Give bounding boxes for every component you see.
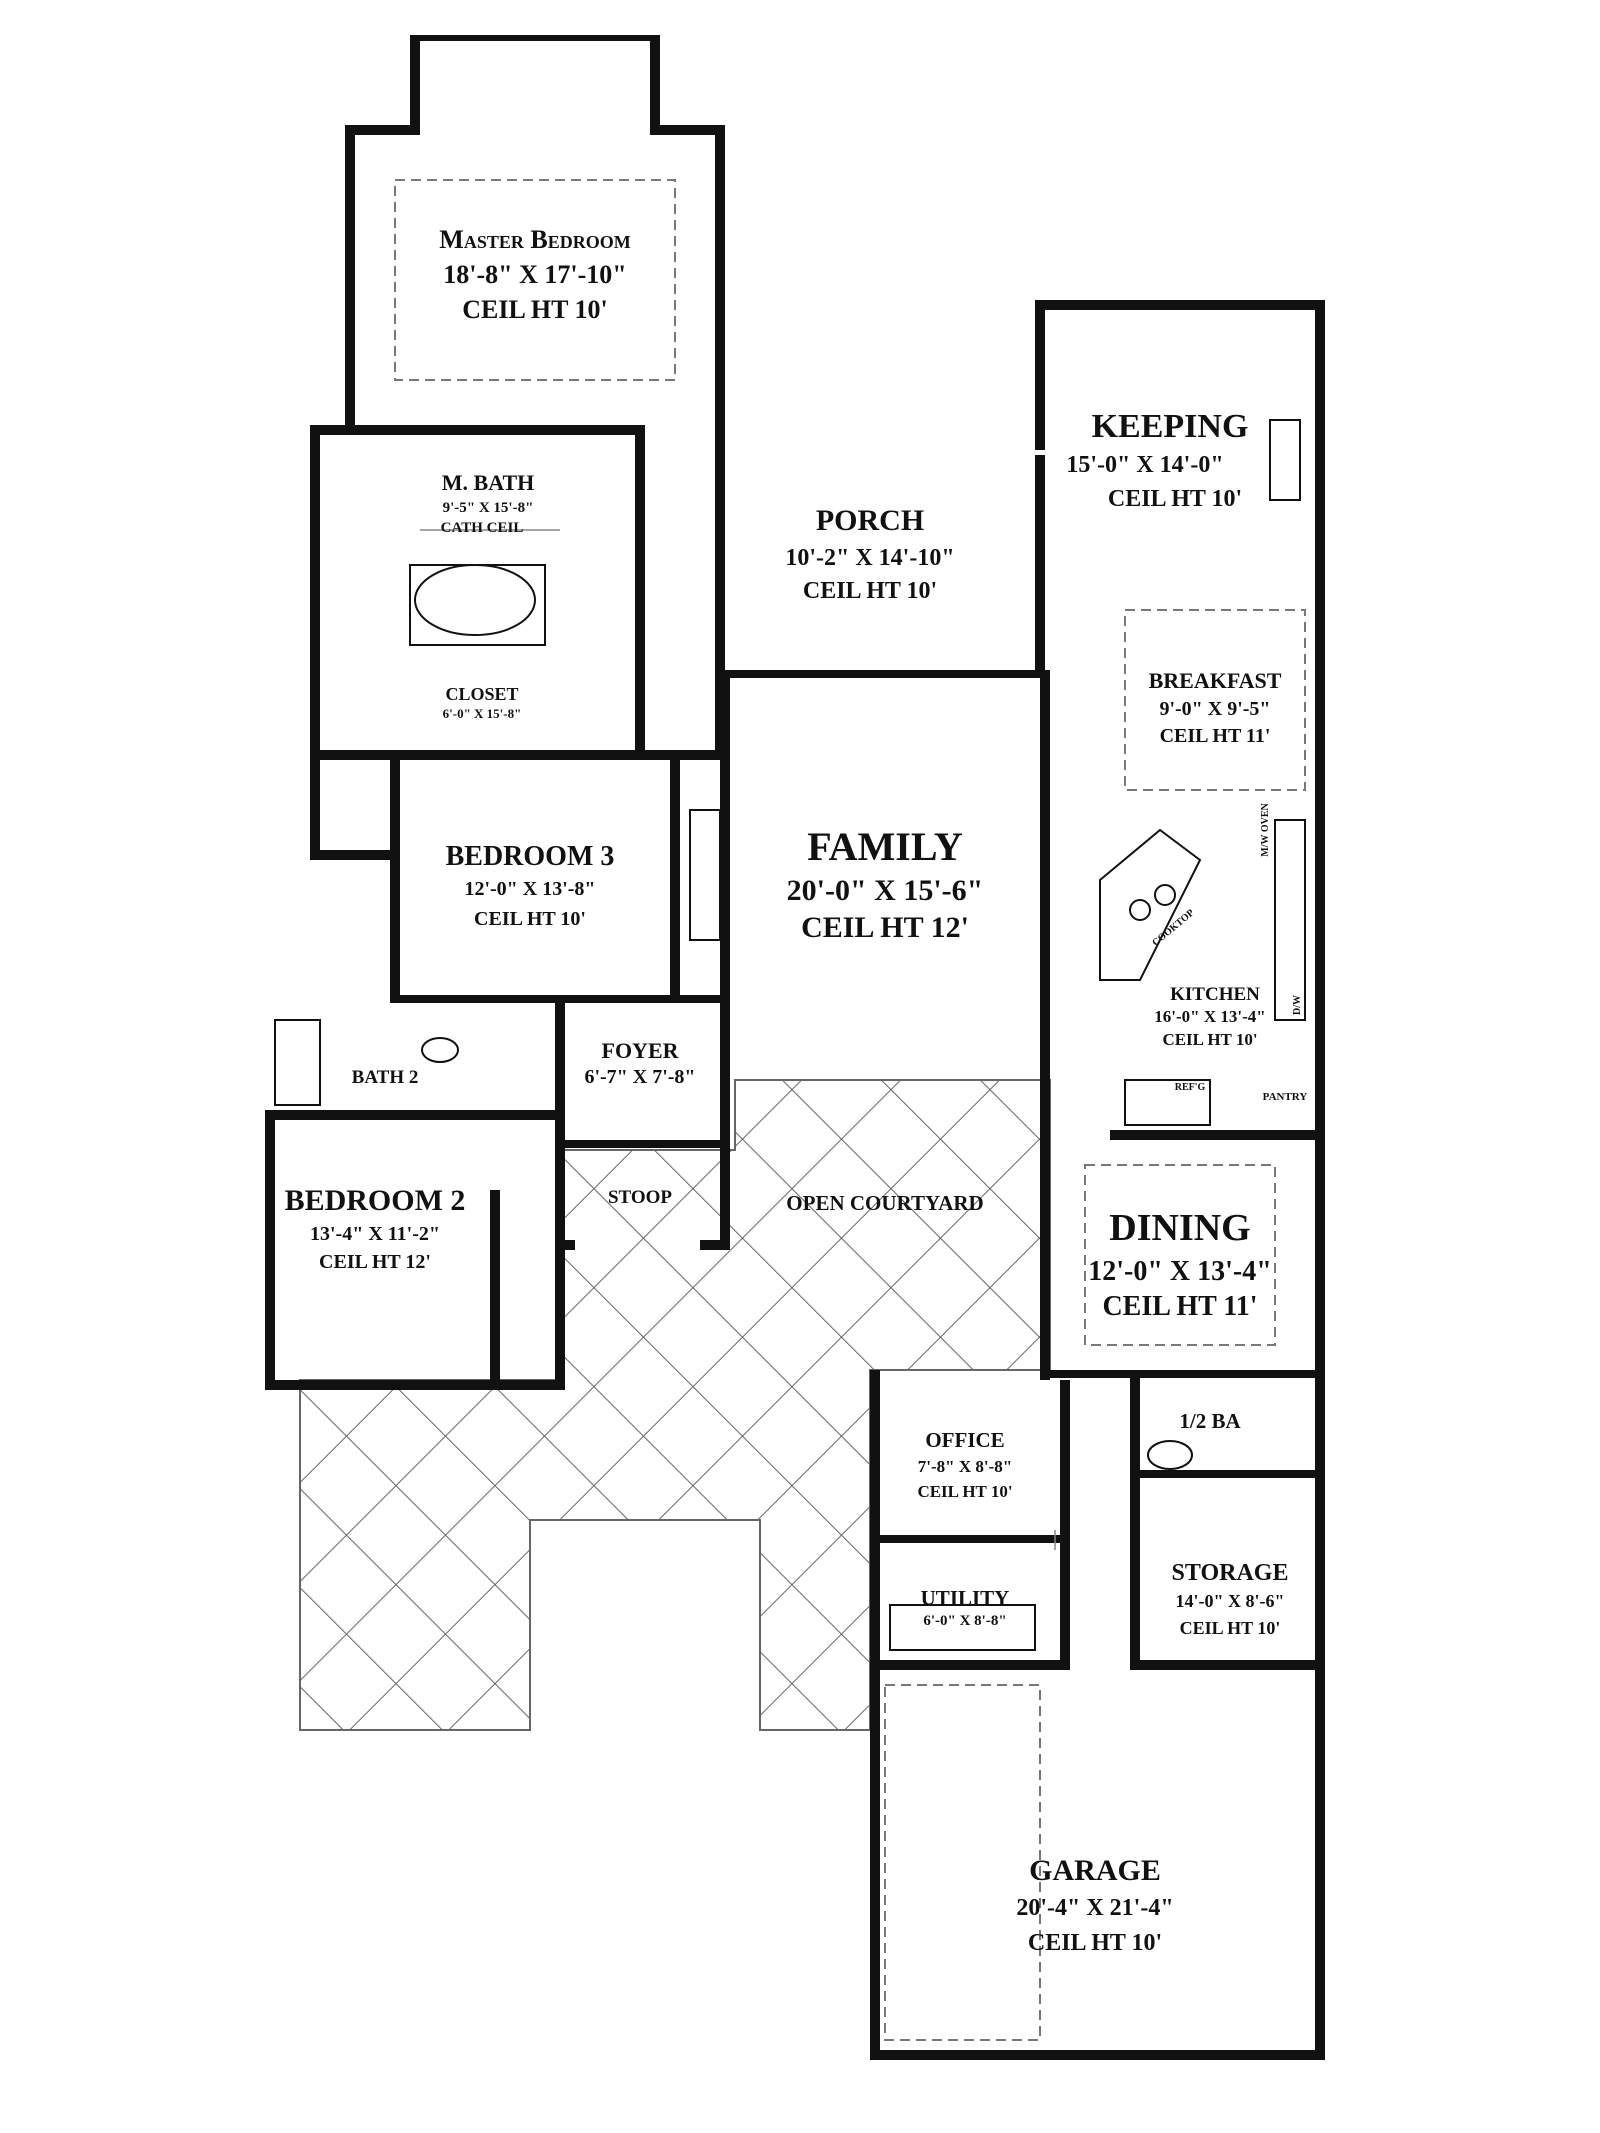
half-bath-name: 1/2 BA <box>1179 1409 1241 1433</box>
storage-size: 14'-0" X 8'-6" <box>1176 1591 1285 1611</box>
family-ceiling: CEIL HT 12' <box>801 911 969 944</box>
office-name: OFFICE <box>925 1428 1004 1452</box>
kitchen-size: 16'-0" X 13'-4" <box>1154 1007 1265 1026</box>
office-ceiling: CEIL HT 10' <box>917 1482 1012 1501</box>
utility-size: 6'-0" X 8'-8" <box>923 1613 1006 1629</box>
open-courtyard-name: OPEN COURTYARD <box>786 1191 983 1215</box>
bathtub-icon <box>274 1019 321 1106</box>
bedroom2-ceiling: CEIL HT 12' <box>319 1251 431 1273</box>
kitchen-island <box>1099 828 1202 981</box>
mw-oven-label: M/W OVEN <box>1260 803 1271 857</box>
pantry-label: PANTRY <box>1263 1091 1308 1103</box>
bath2-name: BATH 2 <box>352 1067 419 1088</box>
bedroom3-size: 12'-0" X 13'-8" <box>464 878 595 900</box>
washer-dryer <box>889 1604 1036 1651</box>
storage-name: STORAGE <box>1172 1560 1289 1586</box>
sink-icon <box>1147 1440 1193 1470</box>
courtyard-paving <box>299 1079 1051 1731</box>
porch-ceiling: CEIL HT 10' <box>803 578 937 604</box>
closet-size: 6'-0" X 15'-8" <box>443 706 522 721</box>
foyer-size: 6'-7" X 7'-8" <box>584 1066 695 1088</box>
stoop-name: STOOP <box>608 1187 672 1208</box>
bathtub-icon <box>414 564 536 636</box>
fixtures <box>274 419 1306 1651</box>
office-size: 7'-8" X 8'-8" <box>918 1457 1012 1476</box>
dining-size: 12'-0" X 13'-4" <box>1088 1256 1272 1287</box>
master-bedroom-name: Master Bedroom <box>439 225 630 254</box>
family-name: FAMILY <box>807 824 963 869</box>
refrigerator-label: REF'G <box>1175 1082 1206 1093</box>
bedroom3-ceiling: CEIL HT 10' <box>474 908 586 930</box>
garage-size: 20'-4" X 21'-4" <box>1016 1895 1173 1921</box>
keeping-size: 15'-0" X 14'-0" <box>1066 452 1223 478</box>
closet-name: CLOSET <box>445 684 518 704</box>
garage-name: GARAGE <box>1029 1854 1161 1887</box>
breakfast-name: BREAKFAST <box>1149 668 1282 693</box>
bedroom2-size: 13'-4" X 11'-2" <box>310 1223 440 1245</box>
garage-ceiling: CEIL HT 10' <box>1028 1930 1162 1956</box>
bedroom2-name: BEDROOM 2 <box>285 1184 466 1217</box>
family-size: 20'-0" X 15'-6" <box>787 874 984 907</box>
walls <box>265 35 1325 2060</box>
utility-name: UTILITY <box>921 1586 1010 1610</box>
master-bath-size: 9'-5" X 15'-8" <box>443 500 534 516</box>
refrigerator-icon <box>1124 1079 1211 1126</box>
dishwasher-label: D/W <box>1292 995 1303 1015</box>
breakfast-ceiling: CEIL HT 11' <box>1160 725 1271 747</box>
dining-name: DINING <box>1109 1207 1250 1249</box>
master-bedroom-size: 18'-8" X 17'-10" <box>443 260 626 289</box>
porch-name: PORCH <box>816 504 924 537</box>
porch-size: 10'-2" X 14'-10" <box>785 545 954 571</box>
fireplace-icon <box>1269 419 1301 501</box>
kitchen-ceiling: CEIL HT 10' <box>1162 1030 1257 1049</box>
kitchen-name: KITCHEN <box>1170 984 1260 1005</box>
room-labels: Master Bedroom 18'-8" X 17'-10" CEIL HT … <box>285 225 1289 1956</box>
sink-icon <box>421 1037 459 1063</box>
breakfast-size: 9'-0" X 9'-5" <box>1159 698 1270 720</box>
master-bedroom-ceiling: CEIL HT 10' <box>462 295 607 324</box>
master-bath-note: CATH CEIL <box>441 520 524 536</box>
fixture-labels: COOKTOP M/W OVEN D/W REF'G PANTRY <box>1150 803 1307 1103</box>
ceiling-outlines <box>394 179 1306 2041</box>
master-bath-name: M. BATH <box>442 470 534 495</box>
keeping-name: KEEPING <box>1092 408 1249 445</box>
bedroom3-name: BEDROOM 3 <box>446 841 615 872</box>
keeping-ceiling: CEIL HT 10' <box>1108 486 1242 512</box>
foyer-name: FOYER <box>602 1038 680 1063</box>
fireplace-icon <box>689 809 721 941</box>
dining-ceiling: CEIL HT 11' <box>1102 1291 1257 1322</box>
storage-ceiling: CEIL HT 10' <box>1180 1618 1281 1638</box>
cooktop-icon <box>1129 899 1151 921</box>
